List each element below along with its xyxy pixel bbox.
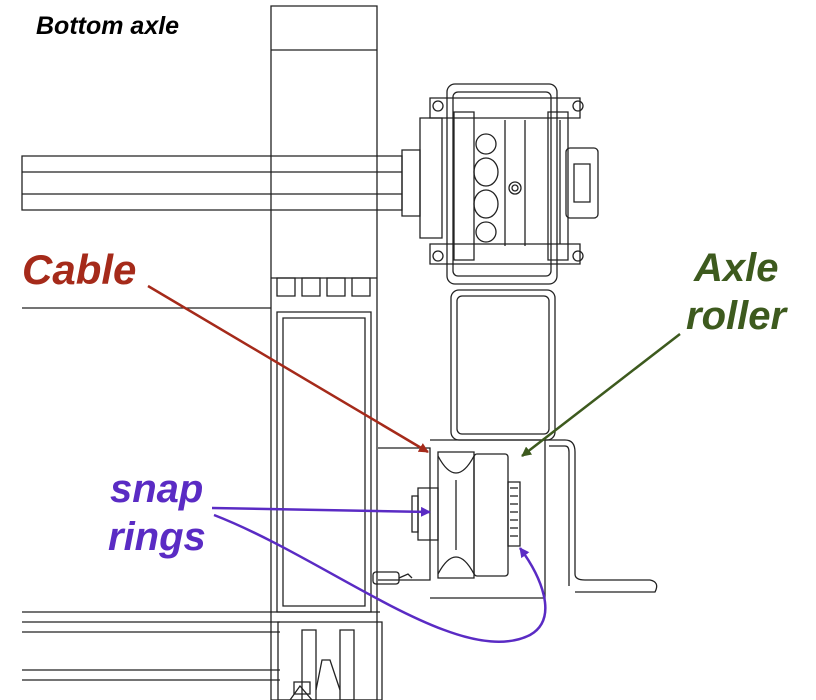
annotation-arrows	[148, 286, 680, 642]
axle-roller-part	[474, 454, 520, 576]
horizontal-shaft	[22, 150, 420, 216]
snap-rings-label-line2: rings	[108, 515, 206, 559]
diagram-title: Bottom axle	[36, 12, 180, 40]
column-bolt-heads	[277, 278, 370, 296]
snap-ring-arrow-left	[212, 508, 431, 517]
cable-arrow	[148, 286, 429, 452]
axle-roller-label-line2: roller	[686, 294, 787, 338]
cable-label: Cable	[22, 246, 137, 293]
cable-pulley	[412, 452, 474, 578]
axle-roller-arrow	[521, 334, 680, 456]
axle-roller-label-line1: Axle	[694, 246, 779, 290]
square-tube	[451, 290, 555, 440]
bottom-rails	[22, 612, 382, 700]
snap-ring-arrow-right	[214, 515, 545, 642]
latch	[373, 572, 412, 584]
snap-rings-label-line1: snap	[110, 467, 204, 511]
axle-hub-assembly	[420, 84, 598, 284]
vertical-column	[271, 6, 377, 700]
roller-bracket	[378, 440, 657, 598]
